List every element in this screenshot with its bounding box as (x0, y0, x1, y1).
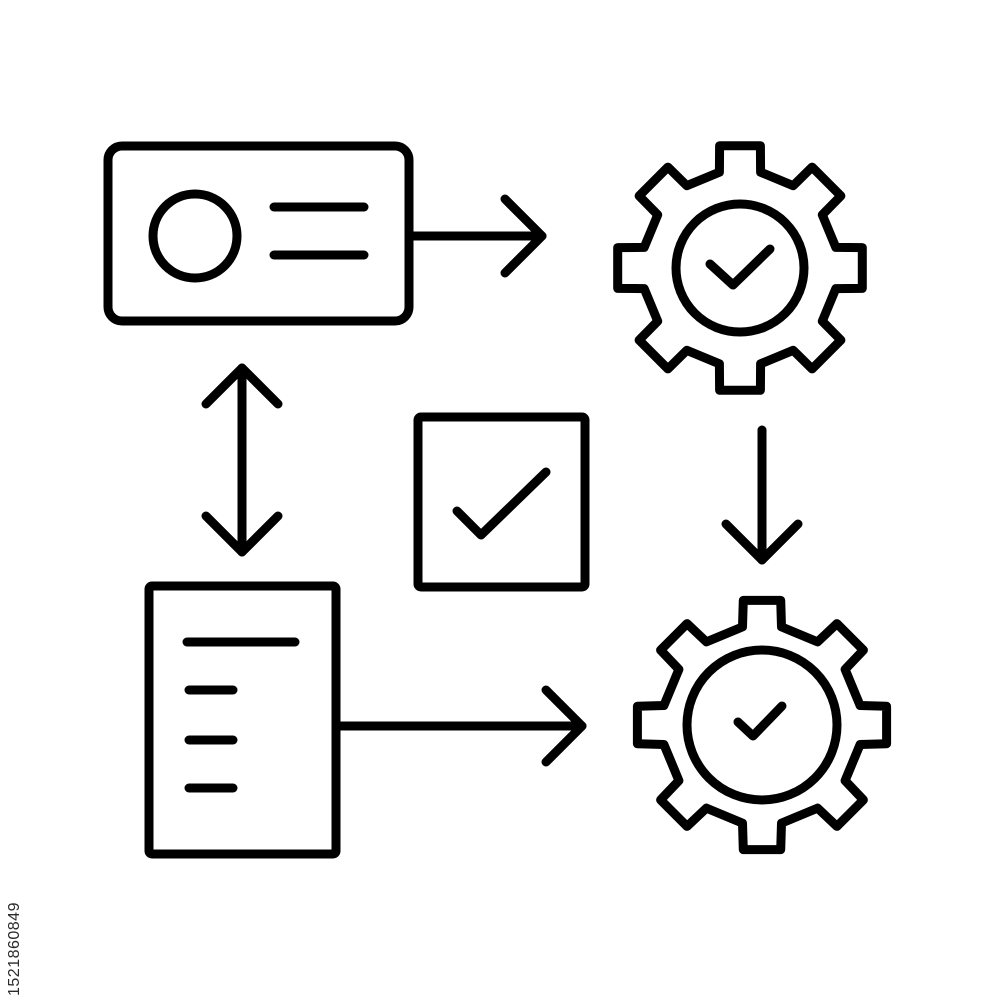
gear-inner-circle (682, 645, 842, 805)
document-frame (144, 581, 341, 859)
gear-check-icon (632, 595, 892, 855)
gear-inner-circle (671, 199, 809, 337)
gear-outline (632, 595, 892, 855)
check-mark-icon (733, 701, 787, 741)
stock-id-label: 1521860849 (6, 902, 23, 996)
card-avatar-circle (148, 189, 242, 283)
document-icon (144, 581, 341, 859)
arrow-up-down-icon (201, 363, 283, 557)
checkbox-checked-icon (413, 412, 590, 592)
checkbox-frame (413, 412, 590, 592)
id-card-icon (103, 141, 414, 326)
check-mark-icon (705, 244, 775, 290)
gear-check-icon (613, 141, 867, 395)
arrow-right-icon (335, 685, 587, 767)
gear-outline (613, 141, 867, 395)
arrow-right-icon (407, 194, 547, 278)
check-mark-icon (452, 467, 551, 540)
arrow-down-icon (721, 425, 803, 565)
